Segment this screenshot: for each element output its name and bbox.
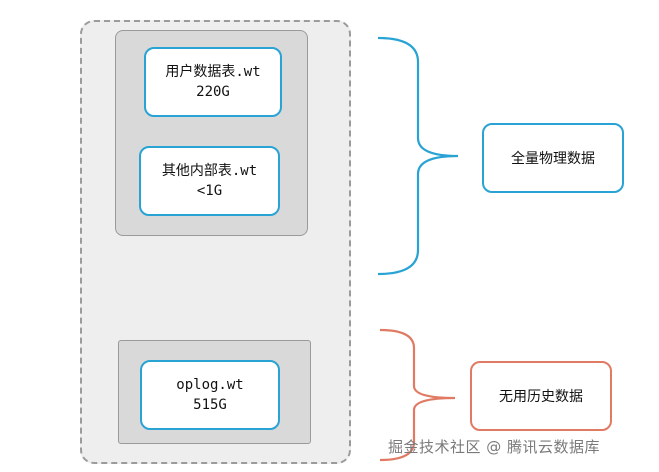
oplog-size: 515G: [193, 397, 227, 413]
user-data-table-size: 220G: [196, 84, 230, 100]
other-internal-tables-size: <1G: [196, 183, 223, 199]
user-data-table-name: 用户数据表.wt: [165, 64, 261, 80]
full-physical-data-label: 全量物理数据: [482, 123, 624, 193]
oplog-name: oplog.wt: [176, 377, 244, 393]
other-internal-tables-file: 其他内部表.wt <1G: [139, 146, 280, 216]
watermark: 掘金技术社区 @ 腾讯云数据库: [388, 438, 601, 456]
useless-history-data-label: 无用历史数据: [470, 361, 612, 431]
other-internal-tables-name: 其他内部表.wt: [161, 163, 258, 179]
red-brace: [379, 328, 456, 462]
user-data-table-file: 用户数据表.wt 220G: [144, 47, 282, 117]
oplog-file: oplog.wt 515G: [140, 360, 280, 430]
blue-brace: [377, 36, 459, 276]
